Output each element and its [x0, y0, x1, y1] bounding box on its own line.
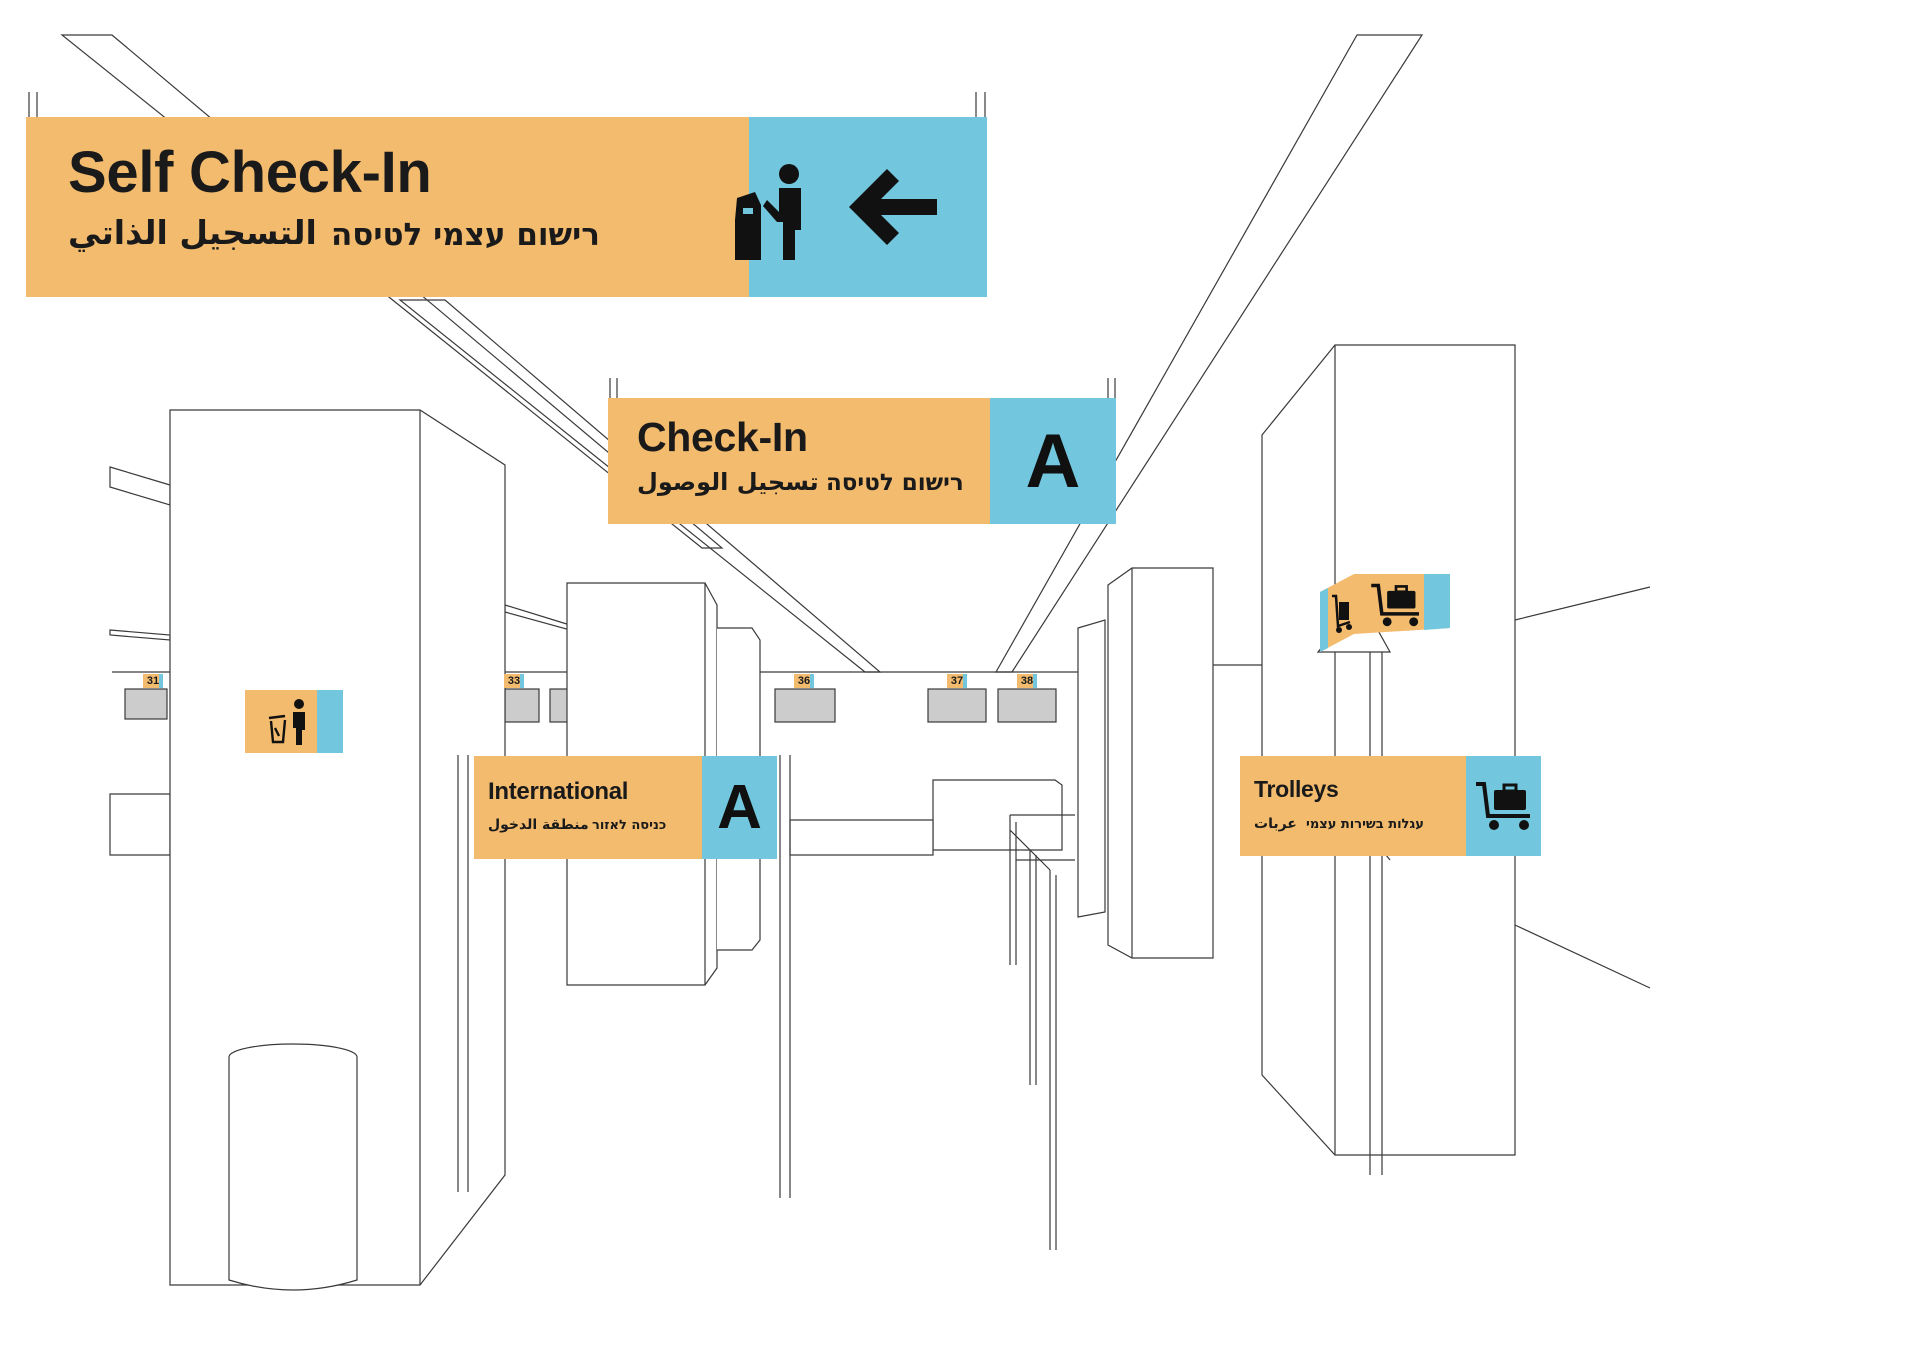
sign-hebrew-text: עגלות בשירות עצמי — [1306, 817, 1424, 832]
right-pillar-small — [1077, 619, 1106, 918]
arrow-left-icon — [849, 169, 937, 245]
right-big-pillar — [1261, 344, 1516, 1156]
ceiling-strip-left — [60, 34, 724, 549]
sign-zone-panel: A — [702, 756, 777, 859]
check-in-counter — [124, 688, 168, 720]
counter-number-tag: 38 — [1017, 674, 1037, 688]
counter-number-tag: 37 — [947, 674, 967, 688]
luggage-trolley-icon — [1475, 782, 1530, 830]
sign-hebrew-text: כניסה לאזור — [592, 818, 667, 833]
sign-arabic-text: منطقة الدخول — [488, 817, 589, 833]
trolleys-sign: Trolleys עגלות בשירות עצמי عربات — [1240, 756, 1541, 856]
counter-number-tag: 33 — [504, 674, 524, 688]
zone-letter: A — [1025, 418, 1081, 504]
luggage-trolley-icon — [1332, 594, 1352, 633]
trash-bin — [228, 1057, 358, 1291]
sign-title: International — [488, 778, 629, 805]
check-in-counter — [927, 688, 987, 723]
self-checkin-sign: Self Check-In רישום עצמי לטיסה التسجيل ا… — [26, 117, 987, 297]
luggage-trolley-icon — [1371, 583, 1419, 627]
sign-text-panel: Check-In רישום לטיסה تسجيل الوصول — [608, 398, 990, 524]
sign-text-panel: Trolleys עגלות בשירות עצמי عربات — [1240, 756, 1466, 856]
check-in-counter — [549, 688, 569, 723]
sign-hebrew-text: רישום עצמי לטיסה — [331, 217, 600, 253]
right-pillar-medium — [1107, 567, 1214, 959]
international-sign: International כניסה לאזור منطقة الدخول A — [474, 756, 777, 859]
counter-number-tag: 31 — [143, 674, 163, 688]
sign-title: Check-In — [637, 414, 808, 460]
sign-arabic-text: تسجيل الوصول — [637, 468, 819, 496]
counter-number-tag: 36 — [794, 674, 814, 688]
sign-title: Trolleys — [1254, 776, 1339, 802]
check-in-counter — [504, 688, 540, 723]
sign-hebrew-text: רישום לטיסה — [826, 470, 964, 496]
sign-arabic-text: عربات — [1254, 816, 1297, 832]
sign-text-panel: Self Check-In רישום עצמי לטיסה التسجيل ا… — [26, 117, 749, 297]
trolley-cube-sign — [1318, 572, 1450, 656]
sign-arabic-text: التسجيل الذاتي — [68, 213, 317, 252]
zone-letter: A — [717, 773, 762, 842]
sign-icon-panel — [735, 117, 987, 297]
checkin-sign: Check-In רישום לטיסה تسجيل الوصول A — [608, 398, 1116, 524]
sign-title: Self Check-In — [68, 140, 432, 205]
self-checkin-kiosk-icon — [735, 164, 801, 260]
sign-text-panel: International כניסה לאזור منطقة الدخول — [474, 756, 702, 859]
sign-icon-panel — [1466, 756, 1541, 856]
check-in-counter — [997, 688, 1057, 723]
queue-railing — [1009, 814, 1075, 1250]
trash-bin-sign — [245, 690, 343, 753]
check-in-counter — [774, 688, 836, 723]
trash-bin-icon — [268, 698, 305, 745]
sign-zone-panel: A — [990, 398, 1116, 524]
